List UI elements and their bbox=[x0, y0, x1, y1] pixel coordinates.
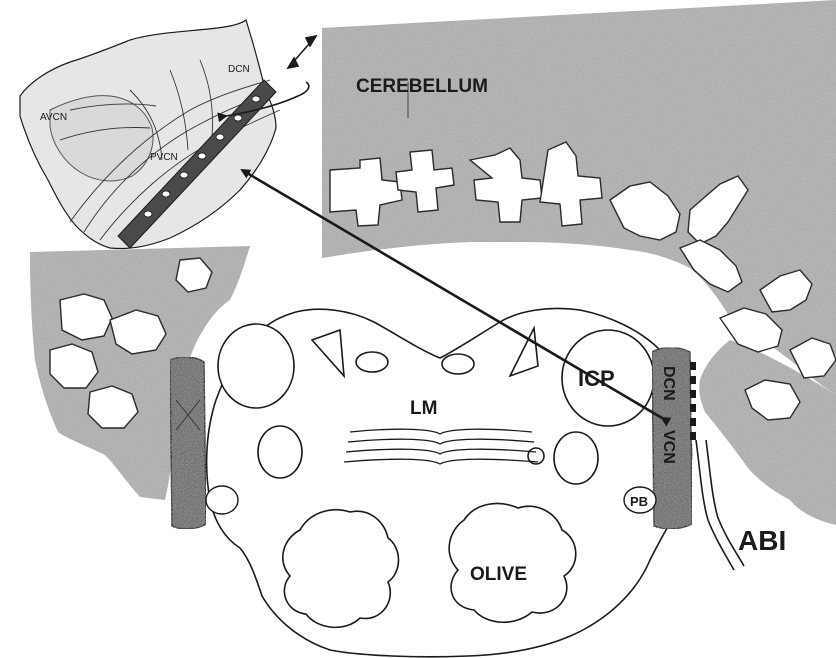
olive-label: OLIVE bbox=[470, 564, 527, 585]
inset-avcn-label: AVCN bbox=[40, 112, 67, 123]
left-mid-oval bbox=[258, 426, 302, 478]
inset-pvcn-label: PVCN bbox=[150, 152, 178, 163]
left-small-oval bbox=[356, 352, 388, 372]
cochlear-nucleus-inset bbox=[20, 20, 316, 249]
abi-electrode-lead bbox=[696, 440, 744, 570]
right-mid-oval bbox=[554, 432, 598, 484]
right-olive bbox=[449, 504, 576, 623]
center-small-oval bbox=[442, 354, 474, 374]
pb-label: PB bbox=[630, 494, 648, 509]
abi-label: ABI bbox=[738, 525, 786, 556]
left-large-oval bbox=[218, 324, 294, 408]
inset-dcn-label: DCN bbox=[228, 64, 250, 75]
icp-label: ICP bbox=[578, 366, 615, 391]
inset-double-arrow bbox=[288, 36, 316, 68]
left-cochlear-nucleus bbox=[170, 357, 206, 529]
lm-label: LM bbox=[410, 398, 437, 419]
dcn-label: DCN bbox=[660, 366, 677, 401]
left-pb-circle bbox=[206, 486, 238, 514]
vcn-label: VCN bbox=[660, 430, 677, 464]
cerebellum-label: CEREBELLUM bbox=[356, 76, 488, 97]
